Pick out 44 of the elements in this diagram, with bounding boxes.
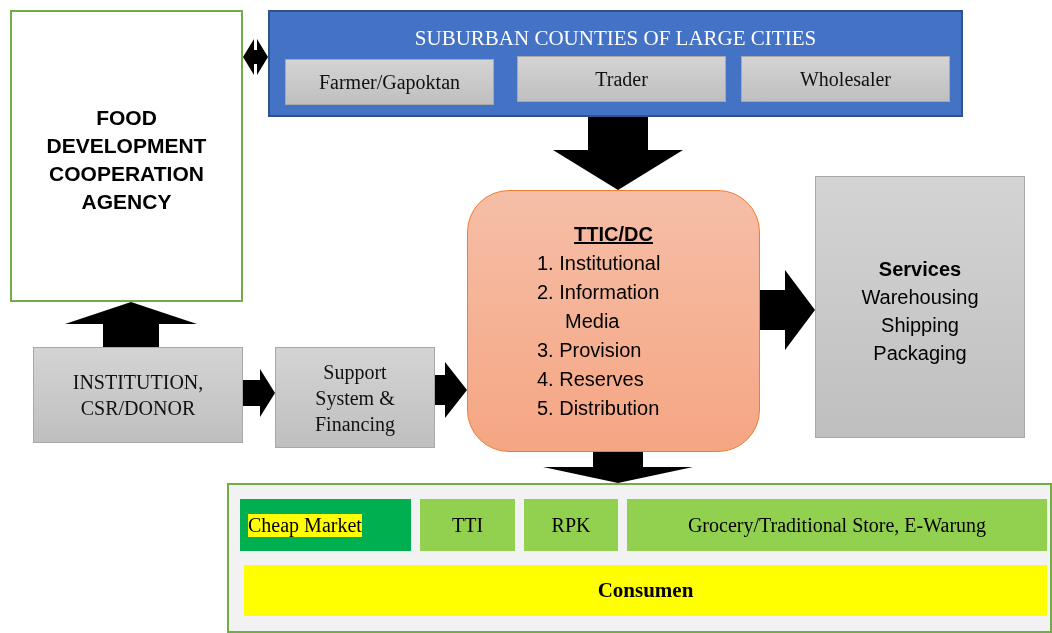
list-item: 5. Distribution bbox=[537, 396, 661, 421]
actor-box bbox=[517, 56, 726, 102]
actor-box bbox=[741, 56, 950, 102]
agency-title: FOOD DEVELOPMENT COOPERATION AGENCY bbox=[45, 105, 208, 215]
list-item: 3. Provision bbox=[537, 338, 643, 363]
block-arrow bbox=[243, 39, 268, 75]
actor-box bbox=[33, 347, 243, 443]
outlet-box bbox=[420, 499, 515, 551]
list-item: 4. Reserves bbox=[537, 367, 645, 392]
outlet-box bbox=[524, 499, 618, 551]
outlet-box bbox=[627, 499, 1047, 551]
box-label: Trader bbox=[594, 67, 649, 92]
service-item: Shipping bbox=[881, 313, 959, 338]
region-panel bbox=[268, 10, 963, 117]
block-arrow bbox=[65, 302, 197, 347]
box-label: RPK bbox=[551, 513, 591, 537]
service-item: Warehousing bbox=[861, 285, 979, 310]
block-arrow bbox=[543, 452, 693, 483]
block-arrow bbox=[760, 270, 815, 350]
market-box bbox=[240, 499, 411, 551]
consumer-bar bbox=[244, 565, 1047, 616]
hub-title: TTIC/DC bbox=[574, 222, 653, 247]
box-label: Farmer/Gapoktan bbox=[317, 70, 462, 95]
box-label: Grocery/Traditional Store, E-Warung bbox=[687, 513, 987, 537]
box-label: Wholesaler bbox=[798, 67, 893, 92]
service-item: Packaging bbox=[873, 341, 967, 366]
agency-box bbox=[10, 10, 243, 302]
hub-box bbox=[467, 190, 760, 452]
region-title: SUBURBAN COUNTIES OF LARGE CITIES bbox=[414, 26, 817, 51]
channel-panel bbox=[227, 483, 1052, 633]
box-label: TTI bbox=[451, 513, 484, 537]
bar-label: Consumen bbox=[597, 578, 694, 603]
actor-box bbox=[285, 59, 494, 105]
actor-box bbox=[275, 347, 435, 448]
list-item: 2. Information Media bbox=[537, 280, 661, 334]
block-arrow bbox=[435, 362, 467, 418]
block-arrow bbox=[243, 369, 275, 417]
services-title: Services bbox=[878, 257, 962, 282]
highlighted-label: Cheap Market bbox=[248, 513, 362, 537]
block-arrow bbox=[553, 117, 683, 190]
box-label: Support System & Financing bbox=[314, 359, 396, 437]
box-label: INSTITUTION, CSR/DONOR bbox=[71, 370, 205, 421]
list-item: 1. Institutional bbox=[537, 251, 662, 276]
services-box bbox=[815, 176, 1025, 438]
